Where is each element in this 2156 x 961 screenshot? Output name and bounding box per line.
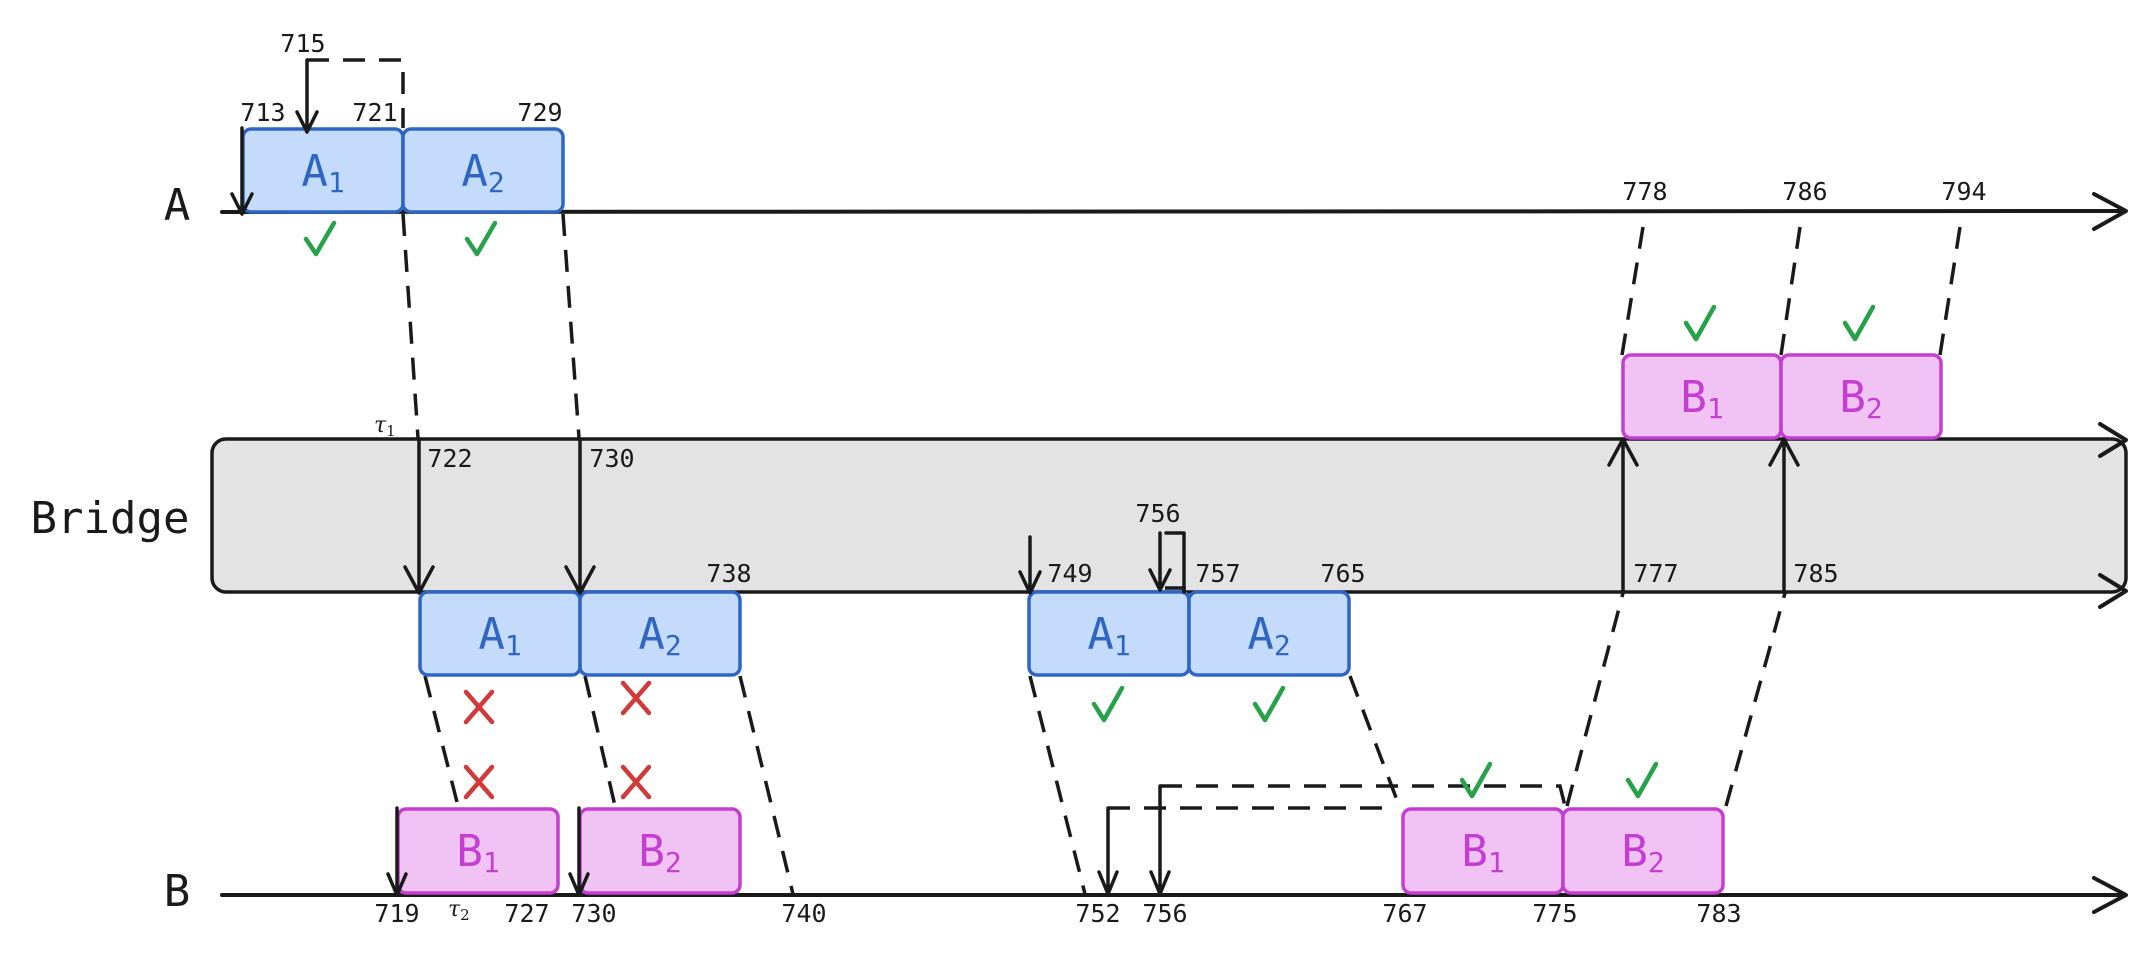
check-marks: [303, 220, 1876, 799]
cross-mark-icon: [620, 680, 652, 716]
arrow-icon: [568, 806, 590, 897]
box-b2-bridge: B2: [1779, 353, 1943, 440]
time-label: 722: [427, 444, 472, 473]
check-mark-icon: [303, 220, 337, 257]
box-b2-lane-b-1: B2: [578, 807, 742, 895]
arrow-icon: [1018, 535, 1042, 595]
lane-label-a: A: [164, 180, 191, 231]
svg-text:A2: A2: [638, 609, 681, 662]
box-a2-bridge-1: A2: [578, 590, 742, 677]
time-label: 752: [1075, 899, 1120, 928]
arrow-icon: [564, 438, 596, 595]
time-label: 729: [517, 98, 562, 127]
cross-mark-icon: [620, 764, 652, 800]
box-a1-lane-a: A1: [241, 127, 405, 214]
time-label: 783: [1696, 899, 1741, 928]
cross-mark-icon: [463, 689, 495, 725]
box-a1-bridge-2: A1: [1027, 590, 1191, 677]
time-label: 730: [589, 444, 634, 473]
box-b1-bridge: B1: [1621, 353, 1783, 440]
svg-text:B2: B2: [1839, 372, 1882, 425]
arrow-icon: [1149, 784, 1171, 896]
time-label: 715: [280, 29, 325, 58]
arrow-icon: [386, 806, 408, 897]
arrow-icon: [2098, 573, 2128, 609]
tau-2-label: τ2: [448, 897, 470, 924]
box-a2-bridge-2: A2: [1187, 590, 1351, 677]
svg-text:B1: B1: [456, 826, 499, 879]
lane-label-b: B: [164, 866, 191, 917]
dashed-connectors: [307, 58, 1962, 895]
svg-text:B2: B2: [638, 826, 681, 879]
svg-text:A2: A2: [1247, 609, 1290, 662]
time-label: 765: [1320, 559, 1365, 588]
time-label: 713: [240, 98, 285, 127]
svg-text:B1: B1: [1461, 826, 1504, 879]
arrow-icon: [1097, 806, 1119, 896]
svg-text:A2: A2: [461, 146, 504, 199]
arrow-icon: [1607, 437, 1639, 594]
svg-text:B2: B2: [1621, 826, 1664, 879]
time-label: 756: [1135, 499, 1180, 528]
time-label: 777: [1633, 559, 1678, 588]
timeline-bridge-bottom: [2098, 573, 2128, 609]
cross-marks: [463, 680, 652, 800]
arrow-icon: [2092, 876, 2128, 914]
svg-text:A1: A1: [478, 609, 521, 662]
time-label: 756: [1142, 899, 1187, 928]
svg-text:B1: B1: [1680, 372, 1723, 425]
box-a1-bridge-1: A1: [418, 590, 582, 677]
time-label: 749: [1047, 559, 1092, 588]
check-mark-icon: [1625, 761, 1659, 799]
box-b2-lane-b-2: B2: [1561, 807, 1725, 895]
tau-1-label: τ1: [374, 413, 396, 440]
time-label: 778: [1622, 177, 1667, 206]
lane-label-bridge: Bridge: [31, 493, 190, 544]
cross-mark-icon: [463, 764, 495, 800]
time-label: 785: [1793, 559, 1838, 588]
check-mark-icon: [1252, 685, 1286, 723]
check-mark-icon: [1091, 685, 1125, 723]
time-label: 757: [1195, 559, 1240, 588]
time-label: 794: [1941, 177, 1986, 206]
time-label: 738: [706, 559, 751, 588]
check-mark-icon: [1683, 304, 1717, 342]
arrow-icon: [2098, 422, 2128, 458]
check-mark-icon: [464, 220, 498, 257]
arrow-icon: [230, 126, 254, 216]
time-label: 721: [352, 98, 397, 127]
solid-arrows: [230, 58, 1800, 897]
arrow-icon: [1768, 437, 1800, 594]
time-label: 740: [781, 899, 826, 928]
arrow-icon: [1148, 531, 1186, 594]
time-label: 775: [1532, 899, 1577, 928]
check-mark-icon: [1459, 761, 1493, 799]
time-label: 727: [504, 899, 549, 928]
arrow-icon: [295, 58, 319, 134]
check-mark-icon: [1842, 304, 1876, 342]
time-label: 767: [1382, 899, 1427, 928]
svg-text:A1: A1: [1087, 609, 1130, 662]
box-b1-lane-b-1: B1: [396, 807, 560, 895]
timeline-bridge-top: [2098, 422, 2128, 458]
timeline-b: [220, 876, 2128, 914]
time-label: 730: [571, 899, 616, 928]
svg-text:A1: A1: [301, 146, 344, 199]
time-label: 786: [1782, 177, 1827, 206]
arrow-icon: [403, 438, 435, 595]
box-a2-lane-a: A2: [401, 127, 565, 214]
arrow-icon: [2092, 192, 2128, 231]
box-b1-lane-b-2: B1: [1401, 807, 1565, 895]
time-label: 719: [374, 899, 419, 928]
